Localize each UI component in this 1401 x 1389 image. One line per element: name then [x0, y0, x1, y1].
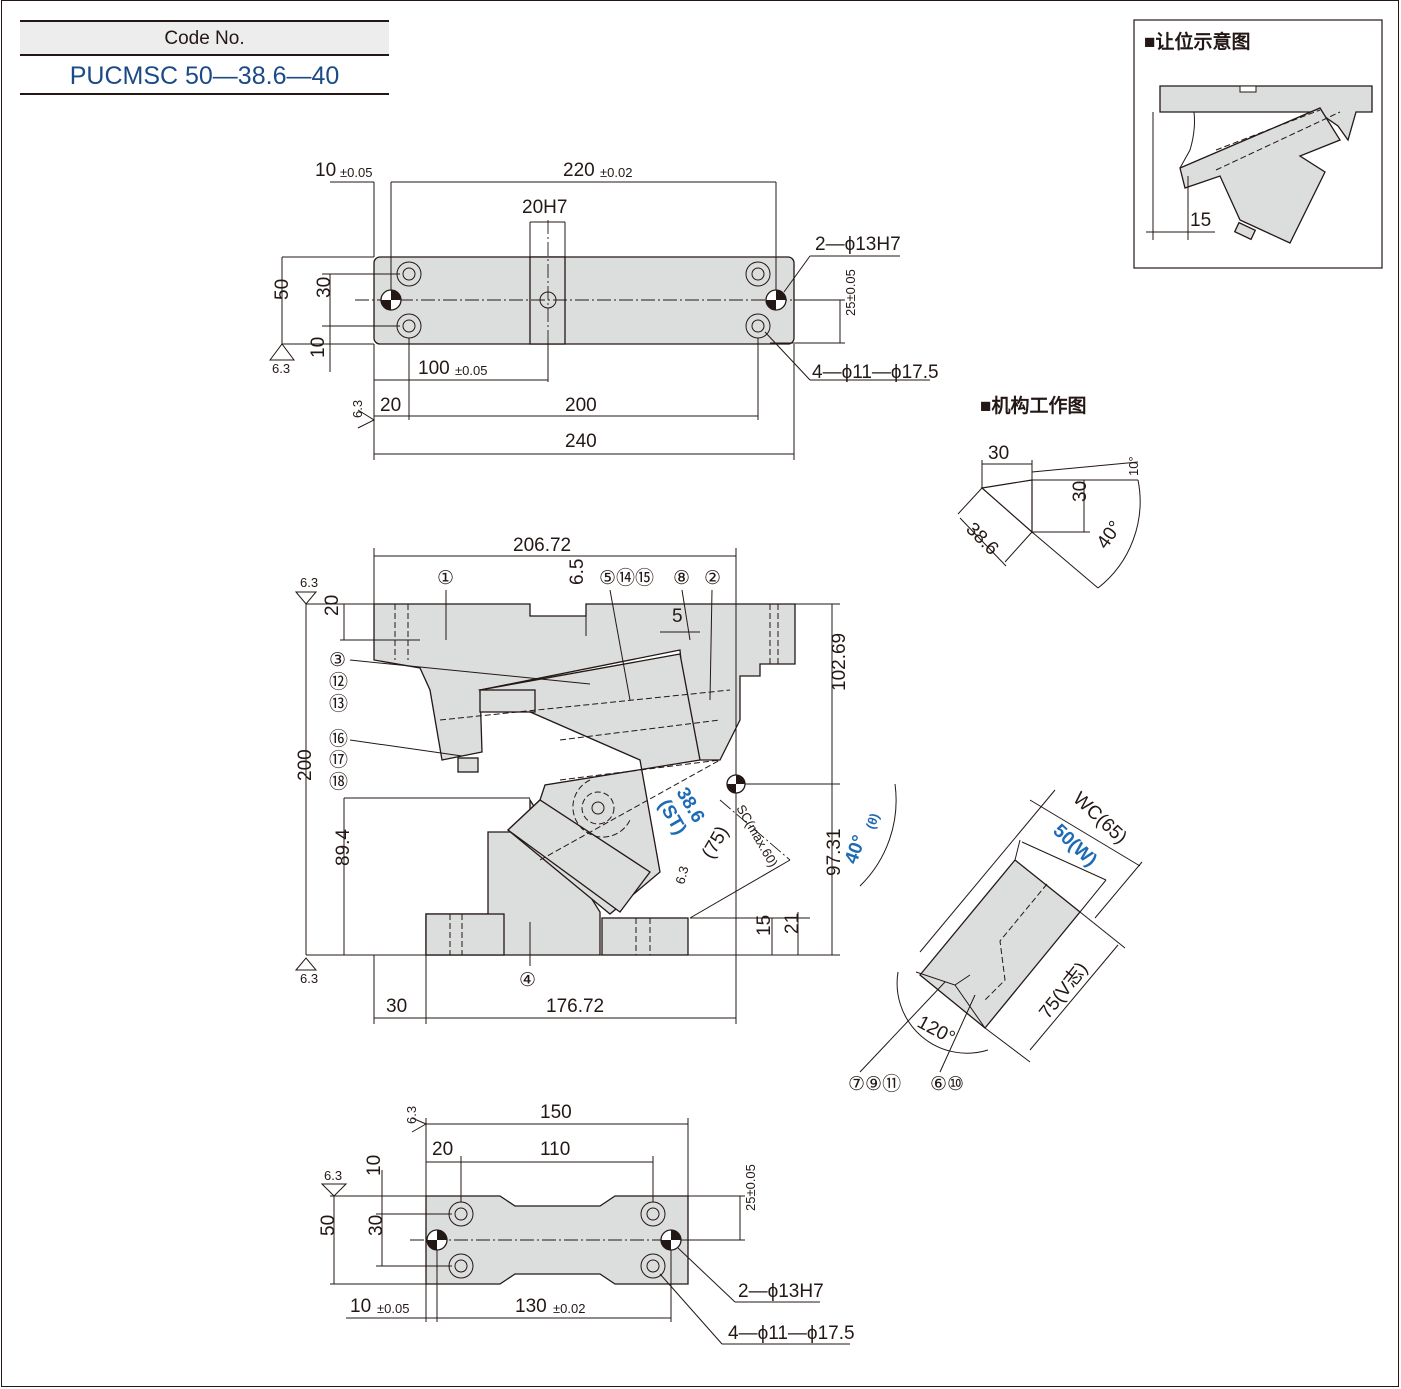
front-dim-65: 6.5	[567, 559, 588, 585]
front-dim-20672: 206.72	[513, 535, 571, 556]
top-dim-10: 10	[315, 160, 336, 181]
top-plate	[373, 256, 795, 345]
front-screw	[457, 757, 479, 773]
code-header: Code No.	[20, 20, 389, 56]
top-dim-10b: 10	[308, 337, 329, 358]
top-dim-20: 20	[380, 395, 401, 416]
front-rough-3: 6.3	[672, 864, 691, 885]
bottom-dim-50: 50	[318, 1215, 339, 1236]
mechanism-triangle	[980, 479, 1033, 534]
callout-18: ⑱	[329, 771, 348, 793]
top-tol-100: ±0.05	[455, 363, 487, 378]
callout-1: ①	[437, 568, 454, 589]
mechanism-title: ■机构工作图	[980, 394, 1086, 417]
bottom-tol-130: ±0.02	[553, 1301, 585, 1316]
front-dim-21: 21	[782, 913, 803, 934]
front-dim-5: 5	[672, 606, 683, 627]
front-dim-30: 30	[386, 996, 407, 1017]
blade-parts-b: ⑥⑩	[930, 1074, 964, 1095]
front-dim-17672: 176.72	[546, 996, 604, 1017]
top-dim-20h7: 20H7	[522, 197, 567, 218]
code-value: PUCMSC 50—38.6—40	[20, 56, 389, 95]
callout-8: ⑧	[673, 568, 690, 589]
top-hole-13: 2—ϕ13H7	[815, 234, 901, 255]
front-rough-1: 6.3	[300, 575, 318, 590]
bottom-rough-2: 6.3	[404, 1106, 419, 1124]
top-dim-25: 25±0.05	[843, 269, 858, 316]
top-tol-10: ±0.05	[340, 165, 372, 180]
bottom-rough-1: 6.3	[324, 1168, 342, 1183]
top-dim-100: 100	[418, 358, 450, 379]
blade-diagram: WC(65) 50(W) 75(V志) 120° ⑦⑨⑪ ⑥⑩	[848, 788, 1143, 1095]
bottom-dim-130: 130	[515, 1296, 547, 1317]
callout-12: ⑫	[329, 671, 348, 693]
bottom-view: 150 20 110 50 10 30 25±0.05 10 ±0.05 130…	[318, 1102, 855, 1345]
callout-5-14-15: ⑤⑭⑮	[599, 567, 654, 589]
front-dim-10269: 102.69	[829, 633, 850, 691]
front-dim-894: 89.4	[333, 829, 354, 866]
mechanism-dim-386: 38.6	[961, 519, 1002, 560]
clearance-diagram: ■让位示意图 15	[1133, 19, 1383, 269]
clearance-slide	[1179, 107, 1341, 244]
bottom-tol-10: ±0.05	[377, 1301, 409, 1316]
front-theta: (θ)	[863, 811, 882, 831]
top-rough-2: 6.3	[350, 400, 365, 418]
bottom-plate	[425, 1195, 689, 1285]
bottom-dim-20: 20	[432, 1139, 453, 1160]
mechanism-diagram: ■机构工作图 30 30 10° 38.6 40°	[957, 394, 1141, 589]
top-tol-220: ±0.02	[600, 165, 632, 180]
bottom-dim-10b: 10	[350, 1296, 371, 1317]
front-angle-40: 40°	[841, 833, 871, 867]
clearance-title: ■让位示意图	[1144, 30, 1250, 53]
front-cam-pin	[479, 689, 536, 713]
bottom-hole-13: 2—ϕ13H7	[738, 1281, 824, 1302]
blade-angle: 120°	[914, 1012, 959, 1049]
front-slide-lower	[506, 799, 651, 913]
front-view: 206.72 6.5 20 5 102.69 97.31 200 89.4 15…	[294, 535, 897, 1024]
callout-3: ③	[329, 650, 346, 671]
blade-w: 50(W)	[1049, 820, 1101, 871]
mechanism-dim-10: 10°	[1126, 456, 1141, 476]
clearance-top-plate	[1159, 85, 1373, 142]
top-view: 10 ±0.05 220 ±0.02 20H7 2—ϕ13H7 50 30 10…	[269, 160, 939, 460]
mechanism-dim-40: 40°	[1093, 517, 1127, 553]
bottom-dim-30: 30	[366, 1215, 387, 1236]
top-dim-240: 240	[565, 431, 597, 452]
top-rough-1: 6.3	[272, 361, 290, 376]
top-key-slot	[529, 256, 566, 345]
bottom-hole-11: 4—ϕ11—ϕ17.5	[728, 1323, 855, 1344]
front-dim-75: (75)	[698, 823, 733, 863]
callout-13: ⑬	[329, 693, 348, 715]
callout-2: ②	[704, 568, 721, 589]
front-base-block-left	[425, 913, 505, 956]
mechanism-dim-30b: 30	[1070, 481, 1091, 502]
callout-17: ⑰	[329, 749, 348, 771]
mechanism-dim-30a: 30	[988, 443, 1009, 464]
blade-parts-a: ⑦⑨⑪	[848, 1073, 901, 1095]
front-dim-15: 15	[754, 915, 775, 936]
blade-v: 75(V志)	[1035, 958, 1093, 1023]
bottom-dim-25: 25±0.05	[743, 1164, 758, 1211]
top-dim-200: 200	[565, 395, 597, 416]
front-sc: SC(max.60)	[733, 802, 781, 870]
front-rough-2: 6.3	[300, 971, 318, 986]
code-number-box: Code No. PUCMSC 50—38.6—40	[20, 20, 389, 95]
top-dim-50: 50	[272, 279, 293, 300]
front-dim-20: 20	[322, 595, 343, 616]
bottom-dim-150: 150	[540, 1102, 572, 1123]
front-dim-200: 200	[295, 749, 316, 781]
callout-4: ④	[519, 970, 536, 991]
top-hole-11: 4—ϕ11—ϕ17.5	[812, 362, 939, 383]
bottom-dim-10: 10	[364, 1155, 385, 1176]
front-base-block-right	[601, 917, 689, 956]
clearance-dim-15: 15	[1190, 210, 1211, 231]
top-dim-30: 30	[314, 277, 335, 298]
bottom-dim-110: 110	[540, 1139, 570, 1160]
front-dim-9731: 97.31	[824, 828, 845, 876]
callout-16: ⑯	[329, 728, 348, 750]
top-dim-220: 220	[563, 160, 595, 181]
